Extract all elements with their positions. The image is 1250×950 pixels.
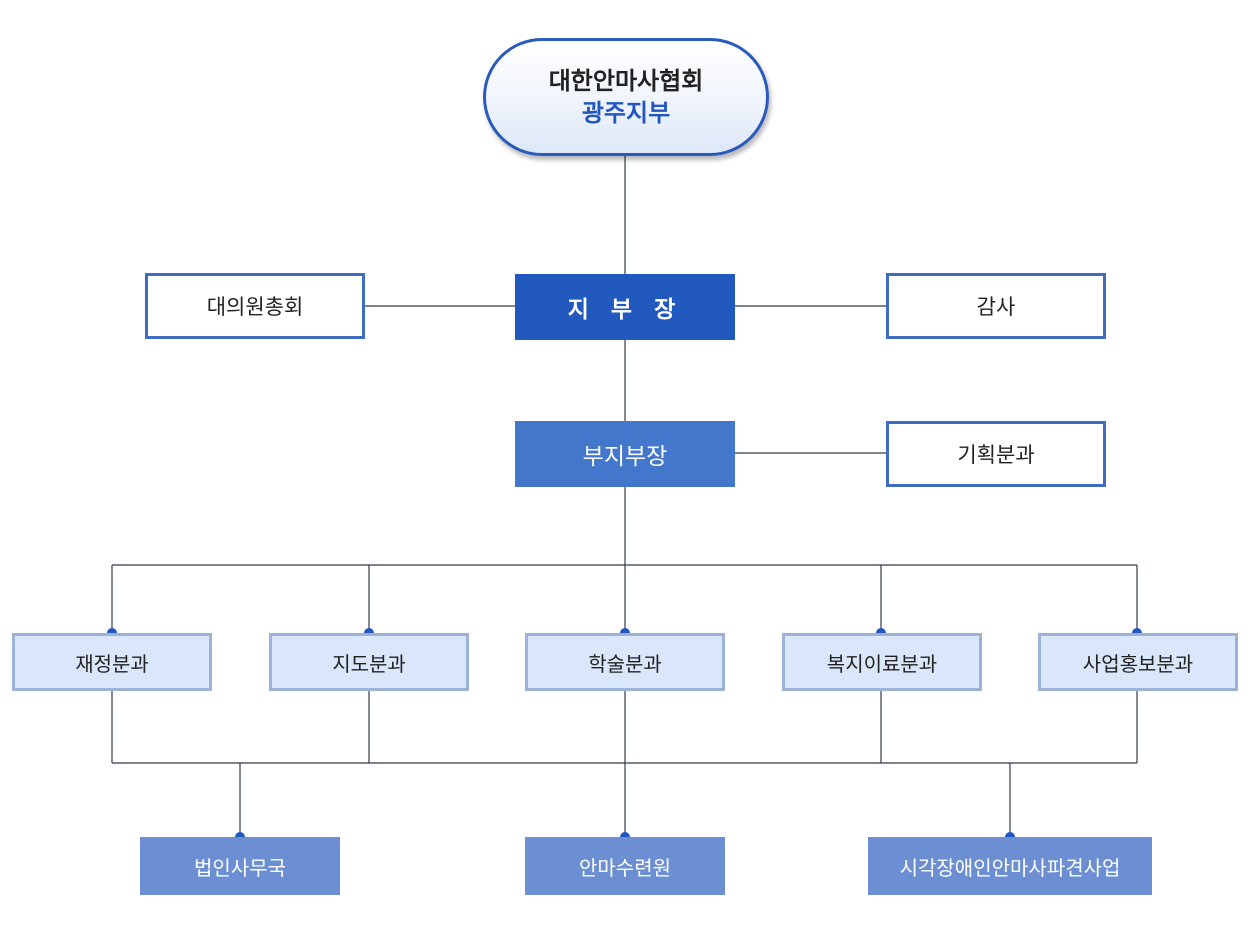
node-division-promotion: 사업홍보분과 (1038, 633, 1238, 691)
root-node: 대한안마사협회 광주지부 (483, 38, 769, 156)
node-unit-training-center: 안마수련원 (525, 837, 725, 895)
node-audit: 감사 (886, 273, 1106, 339)
node-division-academic: 학술분과 (525, 633, 725, 691)
node-branch-chief: 지 부 장 (515, 274, 735, 340)
node-unit-secretariat: 법인사무국 (140, 837, 340, 895)
node-vice-chief: 부지부장 (515, 421, 735, 487)
node-delegates-assembly: 대의원총회 (145, 273, 365, 339)
node-division-finance: 재정분과 (12, 633, 212, 691)
root-subtitle: 광주지부 (581, 99, 671, 127)
node-division-welfare: 복지이료분과 (782, 633, 982, 691)
node-unit-dispatch-program: 시각장애인안마사파견사업 (868, 837, 1152, 895)
root-title: 대한안마사협회 (548, 66, 704, 95)
node-division-guidance: 지도분과 (269, 633, 469, 691)
node-planning: 기획분과 (886, 421, 1106, 487)
